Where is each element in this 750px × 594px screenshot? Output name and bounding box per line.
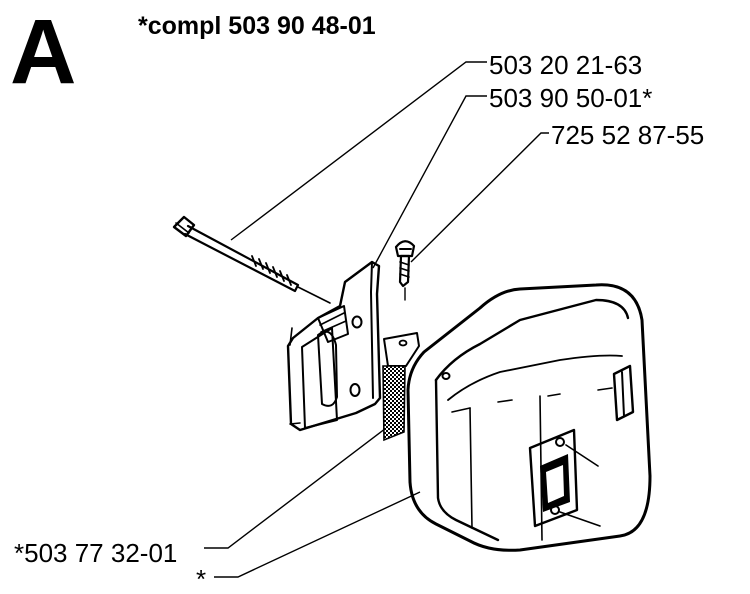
part-label-screw: 725 52 87-55 bbox=[551, 120, 705, 150]
leader-line-screw bbox=[410, 132, 549, 263]
long-bolt-part bbox=[172, 215, 331, 304]
leader-line-muffler bbox=[214, 491, 421, 578]
leader-line-bracket bbox=[372, 95, 487, 269]
part-label-bolt: 503 20 21-63 bbox=[489, 50, 643, 80]
muffler-body-part bbox=[406, 283, 652, 552]
leader-line-bolt bbox=[230, 61, 487, 241]
part-label-muffler: * bbox=[196, 564, 207, 594]
assembly-title: *compl 503 90 48-01 bbox=[138, 12, 376, 40]
spark-screen-part bbox=[382, 332, 420, 442]
section-letter: A bbox=[10, 1, 76, 103]
part-label-screen: *503 77 32-01 bbox=[14, 538, 178, 568]
bracket-plate-part bbox=[286, 260, 382, 432]
part-label-bracket: 503 90 50-01* bbox=[489, 83, 653, 113]
leader-lines bbox=[204, 61, 549, 578]
leader-line-screen bbox=[204, 418, 399, 549]
small-screw-part bbox=[394, 240, 416, 301]
